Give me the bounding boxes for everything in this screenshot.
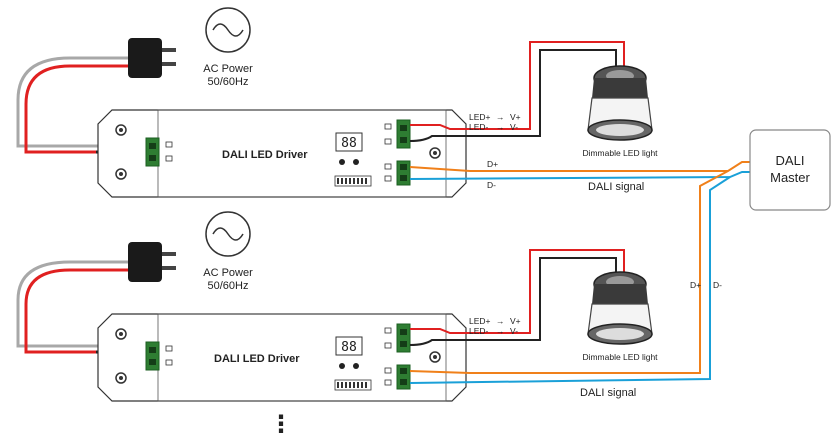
display-digits-1: 88 — [341, 136, 357, 151]
led-minus-label-2: LED- — [469, 326, 489, 336]
mount-hole-icon — [115, 124, 127, 136]
unit-1: AC Power 50/60Hz DALI LED Driver 88 — [16, 7, 750, 198]
mount-hole-icon — [429, 147, 441, 159]
driver-2: DALI LED Driver 88 — [97, 313, 467, 402]
d-minus-label-1: D- — [487, 180, 496, 190]
led-arrow-2b: → — [496, 326, 505, 336]
ac-source-icon-1 — [205, 7, 251, 53]
unit-2: AC Power 50/60Hz DALI LED Driver 88 — [16, 170, 731, 402]
v-minus-label-1: V- — [510, 122, 518, 132]
d-plus-label-2: D+ — [690, 280, 701, 290]
button-icon — [353, 159, 359, 165]
display-digits-2: 88 — [341, 340, 357, 355]
segment-display-1 — [335, 132, 363, 152]
dali-master-line1: DALI — [776, 153, 805, 168]
led-plus-label-1: LED+ — [469, 112, 491, 122]
dimmable-led-light-icon-2 — [587, 271, 653, 345]
driver-1: DALI LED Driver 88 — [97, 109, 467, 198]
mount-hole-icon — [115, 372, 127, 384]
led-arrow-2: → — [496, 316, 505, 326]
led-plus-label-2: LED+ — [469, 316, 491, 326]
ac-power-label-1: AC Power — [203, 63, 253, 75]
v-minus-label-2: V- — [510, 326, 518, 336]
button-icon — [339, 363, 345, 369]
led-arrow-1: → — [496, 112, 505, 122]
dali-signal-label-2: DALI signal — [580, 387, 636, 399]
d-minus-label-2: D- — [713, 280, 722, 290]
ac-source-icon-2 — [205, 211, 251, 257]
driver-title-2: DALI LED Driver — [214, 353, 300, 365]
ac-input-terminal-2 — [145, 341, 160, 371]
button-icon — [353, 363, 359, 369]
mount-hole-icon — [115, 328, 127, 340]
ac-power-label-2: AC Power — [203, 267, 253, 279]
dimmable-led-light-icon-1 — [587, 65, 653, 141]
dimmable-light-label-2: Dimmable LED light — [582, 352, 658, 362]
continuation-dots: ⋮ — [269, 410, 293, 438]
dali-master-line2: Master — [770, 170, 810, 185]
plug-body-2 — [128, 242, 162, 282]
driver-title-1: DALI LED Driver — [222, 149, 308, 161]
mount-hole-icon — [115, 168, 127, 180]
dimmable-light-label-1: Dimmable LED light — [582, 148, 658, 158]
dali-master-box: DALI Master — [749, 129, 831, 211]
v-plus-label-1: V+ — [510, 112, 521, 122]
ac-frequency-label-1: 50/60Hz — [208, 76, 249, 88]
led-output-terminal-1 — [396, 119, 411, 149]
ac-frequency-label-2: 50/60Hz — [208, 280, 249, 292]
dali-signal-label-1: DALI signal — [588, 181, 644, 193]
led-minus-label-1: LED- — [469, 122, 489, 132]
plug-body-1 — [128, 38, 162, 78]
led-output-terminal-2 — [396, 323, 411, 353]
ac-input-terminal-1 — [145, 137, 160, 167]
d-plus-label-1: D+ — [487, 159, 498, 169]
led-arrow-1b: → — [496, 122, 505, 132]
mount-hole-icon — [429, 351, 441, 363]
button-icon — [339, 159, 345, 165]
v-plus-label-2: V+ — [510, 316, 521, 326]
segment-display-2 — [335, 336, 363, 356]
